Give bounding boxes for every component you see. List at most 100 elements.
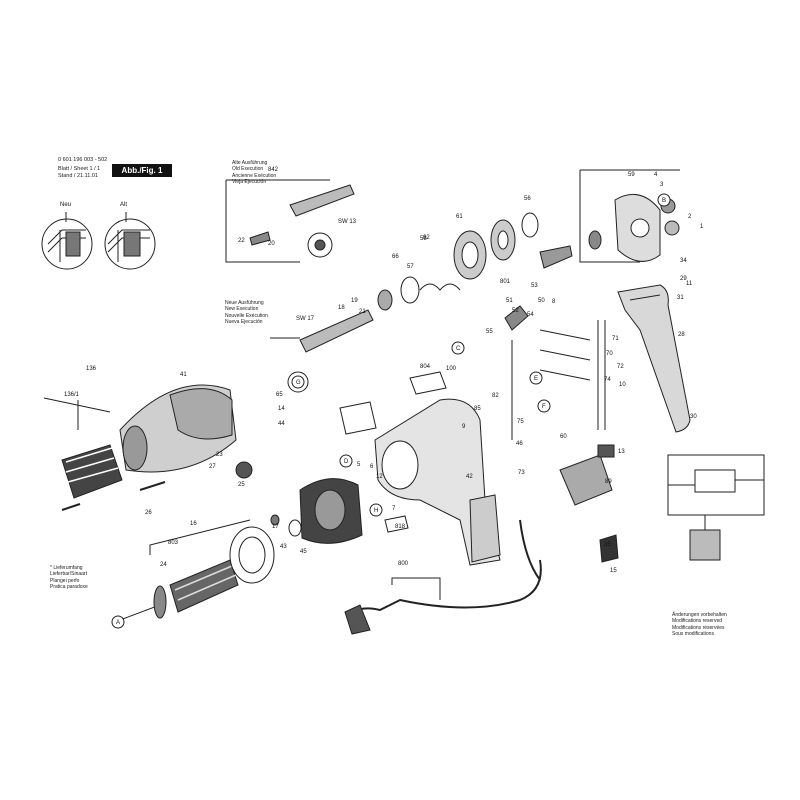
part-number-label: 45 <box>300 549 307 555</box>
svg-text:A: A <box>116 620 120 626</box>
part-number-label: 50 <box>538 298 545 304</box>
chuck-assembly <box>43 384 253 511</box>
svg-text:C: C <box>456 346 461 352</box>
part-number-label: 16 <box>190 521 197 527</box>
part-number-label: 89 <box>605 479 612 485</box>
detail-label-new: Neu <box>60 202 71 208</box>
part-number-label: 20 <box>268 241 275 247</box>
figure-badge: Abb./Fig. 1 <box>112 164 172 177</box>
callout-circle: D <box>339 454 353 468</box>
part-number-label: 44 <box>278 421 285 427</box>
part-number-label: 25 <box>238 482 245 488</box>
part-number-label: 136/1 <box>64 392 80 398</box>
part-number-label: 18 <box>338 305 345 311</box>
part-number-label: 7 <box>392 506 396 512</box>
part-number-label: 29 <box>680 276 687 282</box>
part-number-label: 74 <box>604 377 611 383</box>
part-number-label: 54 <box>527 312 534 318</box>
callout-circle: A <box>111 615 125 629</box>
part-number-label: 61 <box>456 214 463 220</box>
part-number-label: 73 <box>518 470 525 476</box>
part-number-label: 8 <box>552 299 556 305</box>
part-number-label: SW 17 <box>296 316 315 322</box>
detail-label-old: Alt <box>120 202 127 208</box>
callout-circle: H <box>369 503 383 517</box>
part-number-label: 75 <box>517 419 524 425</box>
part-number-label: 12 <box>376 474 383 480</box>
part-number-label: 804 <box>420 364 431 370</box>
part-number-label: 1 <box>700 224 704 230</box>
part-number-label: 19 <box>351 298 358 304</box>
part-number-label: 85 <box>474 406 481 412</box>
doc-number: 0 601 196 003 - 502 <box>58 157 108 163</box>
part-number-label: 57 <box>407 264 414 270</box>
spindle-new <box>270 309 374 393</box>
svg-text:G: G <box>296 380 301 386</box>
part-number-label: 11 <box>686 281 693 287</box>
part-number-label: 5 <box>357 462 361 468</box>
callout-circle: G <box>291 375 305 389</box>
part-number-label: 14 <box>278 406 285 412</box>
switch-assembly <box>504 305 619 563</box>
part-number-label: 15 <box>610 568 617 574</box>
svg-text:D: D <box>344 459 349 465</box>
part-number-label: 4 <box>654 172 658 178</box>
part-number-label: 34 <box>680 258 687 264</box>
rear-handle <box>597 284 691 433</box>
detail-circle-old <box>104 212 156 270</box>
part-number-label: 28 <box>678 332 685 338</box>
svg-text:H: H <box>374 508 378 514</box>
part-number-label: SW 13 <box>338 219 357 225</box>
spindle-old <box>225 179 355 263</box>
callout-circle: B <box>657 193 671 207</box>
wiring-schematic <box>667 454 765 561</box>
part-number-label: 82 <box>492 393 499 399</box>
callout-circle: E <box>529 371 543 385</box>
part-number-label: 70 <box>606 351 613 357</box>
svg-text:E: E <box>534 376 538 382</box>
sheet-line: Blatt / Sheet 1 / 1 <box>58 166 101 172</box>
stator <box>270 478 363 544</box>
part-number-label: 26 <box>145 510 152 516</box>
callout-circle: F <box>537 399 551 413</box>
part-number-label: 43 <box>280 544 287 550</box>
part-number-label: 803 <box>168 540 179 546</box>
part-number-label: 71 <box>612 336 619 342</box>
part-number-label: 31 <box>677 295 684 301</box>
part-number-label: 58 <box>420 236 427 242</box>
part-number-label: 22 <box>238 238 245 244</box>
part-number-label: 801 <box>500 279 511 285</box>
part-number-label: 100 <box>446 366 457 372</box>
part-number-label: 800 <box>398 561 409 567</box>
part-number-label: 72 <box>617 364 624 370</box>
gear-train <box>377 212 602 311</box>
part-number-label: 24 <box>160 562 167 568</box>
armature <box>119 519 275 621</box>
svg-text:F: F <box>542 404 546 410</box>
part-number-label: 818 <box>395 524 406 530</box>
part-number-label: 52 <box>512 308 519 314</box>
part-number-label: 3 <box>660 182 664 188</box>
motor-housing <box>374 398 501 566</box>
part-number-label: 30 <box>690 414 697 420</box>
part-number-label: 41 <box>180 372 187 378</box>
part-number-label: 9 <box>462 424 466 430</box>
part-number-label: 17 <box>272 524 279 530</box>
part-number-label: 35 <box>604 542 611 548</box>
gear-flange <box>579 169 680 263</box>
power-cable <box>344 519 542 635</box>
part-number-label: 6 <box>370 464 374 470</box>
part-number-label: 60 <box>560 434 567 440</box>
part-number-label: 10 <box>619 382 626 388</box>
part-number-label: 42 <box>466 474 473 480</box>
part-number-label: 46 <box>516 441 523 447</box>
part-number-label: 55 <box>486 329 493 335</box>
part-number-label: 51 <box>506 298 513 304</box>
part-number-label: 53 <box>531 283 538 289</box>
